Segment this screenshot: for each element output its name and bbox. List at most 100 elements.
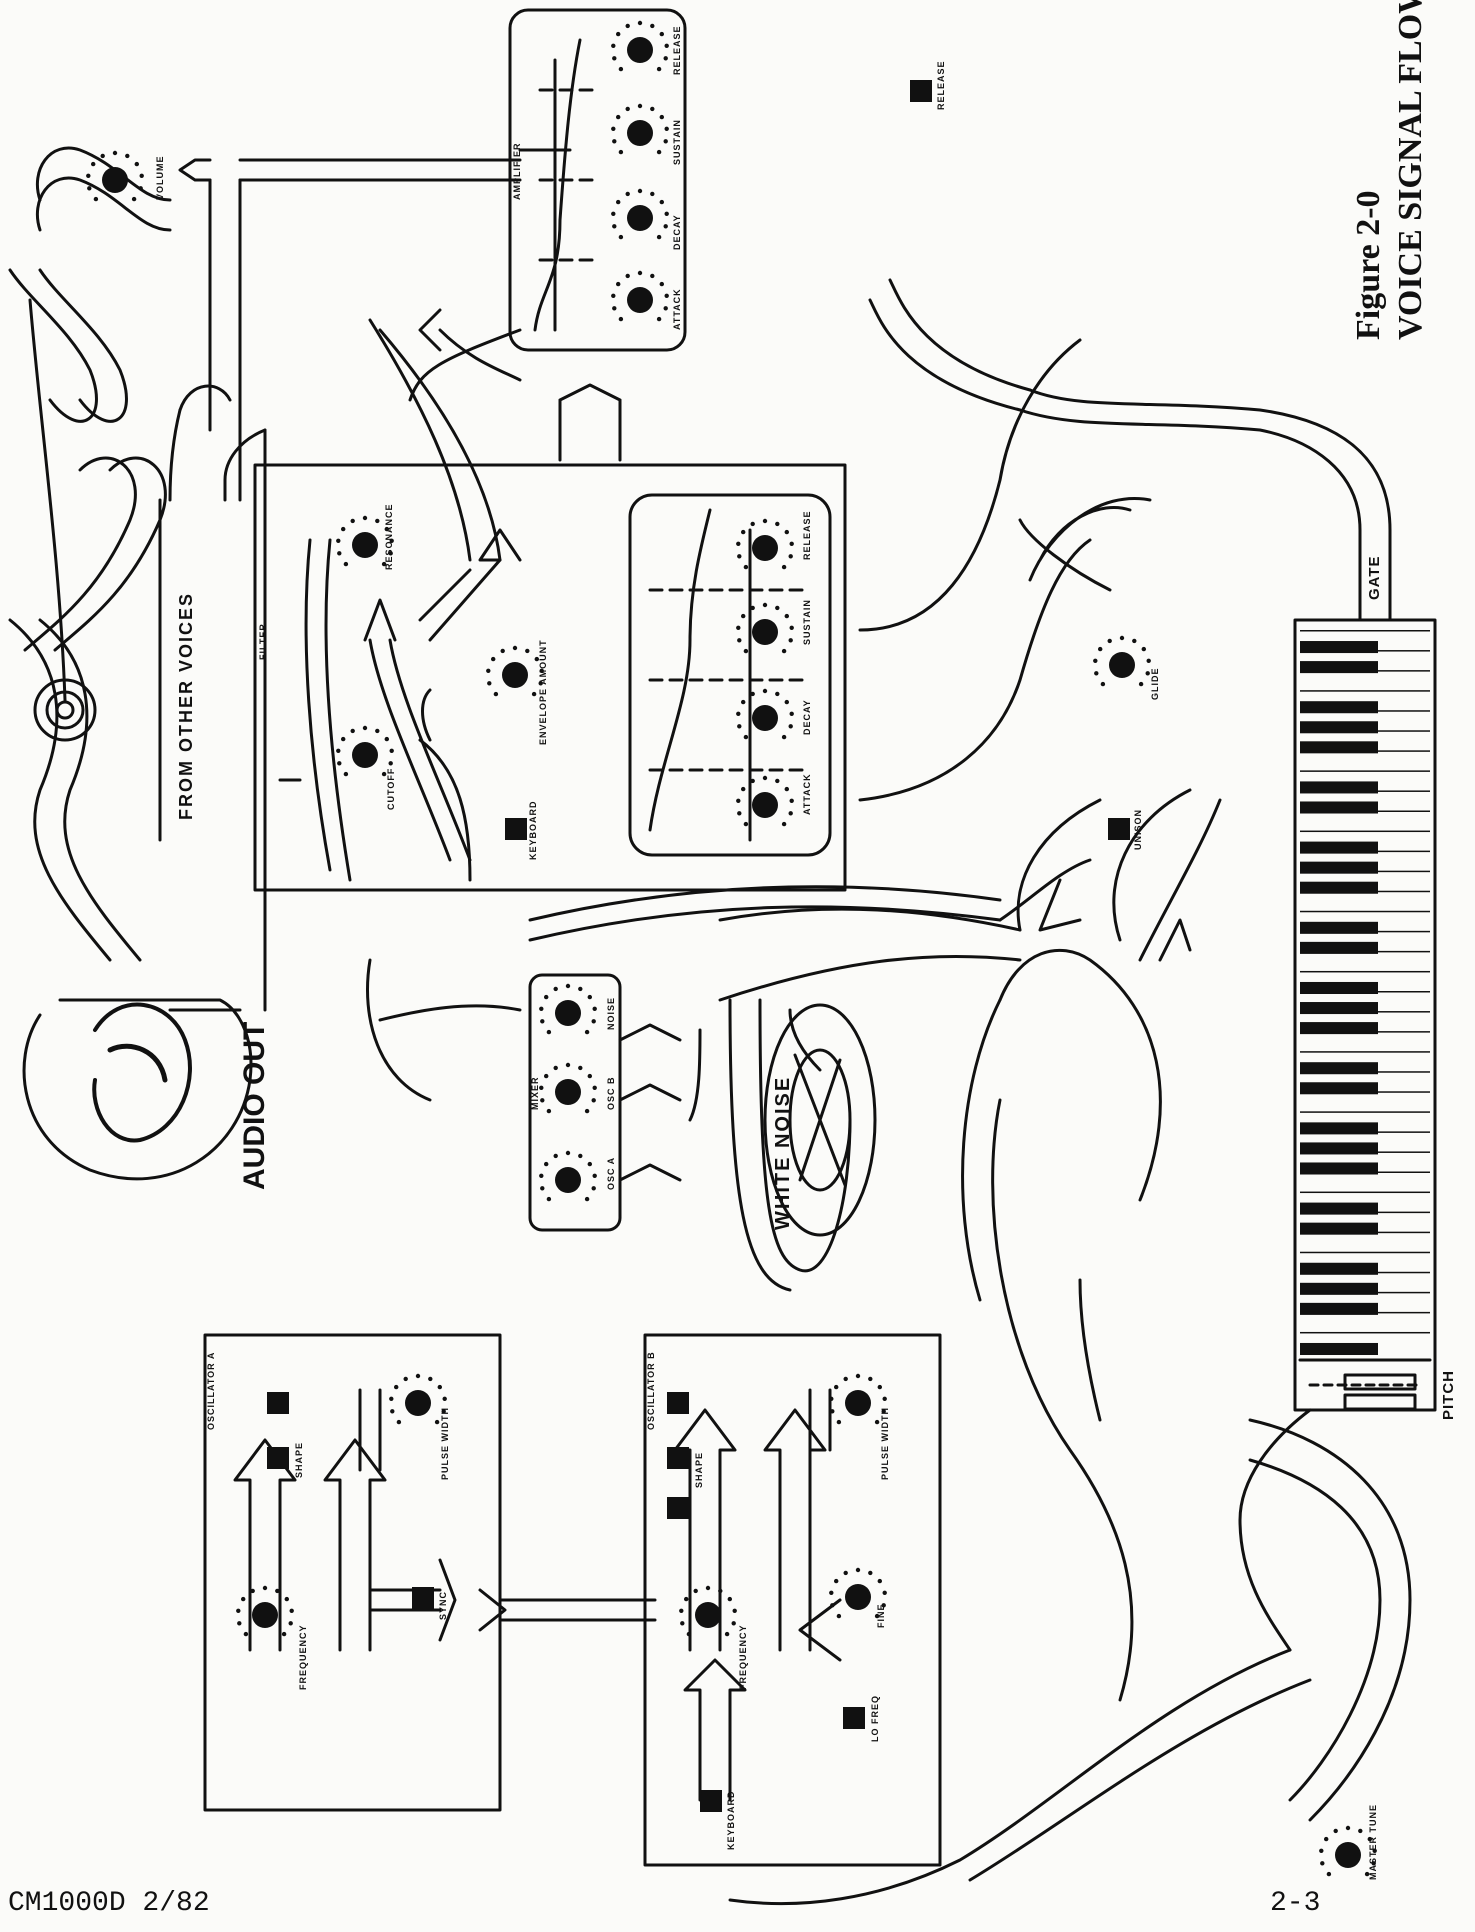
osc-a-pulse-width-knob-tick (442, 1396, 447, 1402)
cutoff-knob-tick (336, 748, 341, 753)
glide-knob-tick (1119, 635, 1125, 641)
osc-b-pulse-width-knob-tick (834, 1384, 839, 1390)
osc-a-pulse-width-knob-tick (428, 1376, 433, 1382)
master-tune-knob-tick (1358, 1828, 1363, 1834)
figure-title: VOICE SIGNAL FLOW (1392, 0, 1429, 340)
master-tune-knob-tick (1333, 1828, 1338, 1834)
filter-attack-knob-tick (788, 811, 793, 816)
noise-knob-tick (540, 1019, 545, 1024)
footer-model-date: CM1000D 2/82 (8, 1888, 210, 1919)
noise-knob-tick (553, 986, 558, 992)
master-tune-knob-tick (1326, 1871, 1332, 1877)
osc-a-mix-knob-tick (578, 1153, 583, 1159)
osc-b-frequency-knob-tick (731, 1621, 736, 1626)
filter-attack-knob-tick (750, 778, 755, 784)
filter-attack-knob-tick (784, 786, 789, 792)
from-other-voices-label: FROM OTHER VOICES (176, 591, 196, 820)
osc-a-frequency-label: FREQUENCY (298, 1624, 308, 1690)
osc-a-pulse-width-label: PULSE WIDTH (440, 1407, 450, 1480)
glide-knob-cap (1109, 652, 1135, 678)
master-tune-knob-tick (1367, 1836, 1373, 1842)
osc-a-mix-knob-tick (584, 1196, 590, 1202)
volume-knob-tick (125, 153, 130, 159)
black-key (1300, 701, 1378, 714)
amp-attack-knob-tick (618, 316, 624, 322)
osc-b-mix-knob (539, 1062, 597, 1114)
filter-release-knob-tick (743, 564, 749, 570)
white-key-divider (1300, 970, 1430, 973)
pitch-label: PITCH (1440, 1370, 1457, 1420)
amp-release-knob-cap (627, 37, 653, 63)
filter-decay-knob-tick (775, 691, 780, 697)
filter-decay-knob-tick (750, 691, 755, 697)
noise-knob-tick (546, 1029, 552, 1035)
osc-a-mix-knob-tick (546, 1196, 552, 1202)
osc-b-frequency-knob-tick (732, 1608, 737, 1614)
filter-release-knob-tick (784, 529, 789, 535)
glide-knob-tick (1138, 681, 1144, 687)
filter-sustain-knob-tick (789, 625, 794, 630)
amp-attack-knob-tick (625, 273, 630, 279)
osc-b-shape-label: SHAPE (694, 1451, 704, 1488)
white-key-divider (1300, 1091, 1430, 1093)
white-key-divider (1300, 930, 1430, 933)
master-tune-knob-tick (1372, 1848, 1377, 1854)
osc-b-shape-switch-1 (667, 1392, 689, 1414)
osc-a-shape-switch-2 (267, 1392, 289, 1414)
osc-b-fine-knob-tick (843, 1570, 848, 1576)
white-key-divider (1300, 1151, 1430, 1153)
white-key-divider (1300, 1111, 1430, 1113)
cutoff-knob-tick (343, 771, 349, 777)
volume-knob-tick (87, 186, 92, 191)
filter-decay-knob-tick (788, 724, 793, 729)
filter-sustain-knob-tick (750, 605, 755, 611)
noise-knob-tick (584, 1029, 590, 1035)
filter-decay-knob-cap (752, 705, 778, 731)
figure-number: Figure 2-0 (1350, 190, 1387, 340)
osc-a-frequency-knob-tick (288, 1621, 293, 1626)
amp-attack-knob-tick (650, 273, 655, 279)
amp-decay-knob-tick (612, 224, 617, 229)
cutoff-knob-tick (375, 728, 380, 734)
osc-b-fine-knob-tick (874, 1613, 880, 1619)
filter-attack-label: ATTACK (802, 773, 812, 815)
master-tune-knob-tick (1364, 1871, 1370, 1877)
osc-b-mix-knob-tick (584, 1108, 590, 1114)
osc-b-pulse-width-knob-tick (830, 1409, 835, 1414)
osc-b-mix-knob-tick (592, 1085, 597, 1091)
noise-knob-tick (591, 1019, 596, 1024)
osc-b-pulse-width-knob-cap (845, 1390, 871, 1416)
osc-b-pulse-width-knob-tick (882, 1396, 887, 1402)
osc-b-pulse-width-knob-tick (855, 1373, 861, 1379)
osc-b-fine-knob-tick (836, 1613, 842, 1619)
white-key-divider (1300, 790, 1430, 792)
white-key-divider (1300, 1031, 1430, 1033)
envelope-amount-knob-tick (534, 656, 539, 662)
filter-sustain-knob-tick (762, 602, 768, 608)
filter-decay-knob-tick (784, 699, 789, 705)
cutoff-knob (336, 725, 394, 777)
osc-b-mix-knob-cap (555, 1079, 581, 1105)
master-tune-knob (1319, 1825, 1377, 1877)
resonance-knob-tick (375, 518, 380, 524)
osc-a-mix-knob-tick (539, 1173, 544, 1179)
osc-a-frequency-knob-cap (252, 1602, 278, 1628)
filter-sustain-knob-tick (775, 605, 780, 611)
filter-release-knob-tick (741, 529, 746, 535)
osc-b-pulse-width-label: PULSE WIDTH (880, 1407, 890, 1480)
envelope-amount-knob-tick (538, 681, 543, 686)
noise-knob-tick (544, 994, 549, 1000)
osc-b-fine-knob-tick (881, 1603, 886, 1608)
volume-knob-tick (139, 173, 144, 178)
master-tune-knob-tick (1371, 1861, 1376, 1866)
osc-a-frequency-knob-tick (275, 1588, 280, 1594)
osc-b-fine-knob-tick (829, 1590, 834, 1596)
osc-a-pulse-width-knob-tick (394, 1384, 399, 1390)
osc-a-knob-label: OSC A (606, 1156, 616, 1190)
signal-arrows (278, 308, 1102, 1422)
oscillator-a-block (203, 1333, 502, 1812)
cutoff-knob-tick (337, 761, 342, 766)
amp-attack-knob-tick (664, 293, 669, 298)
osc-b-fine-knob-cap (845, 1584, 871, 1610)
unison-switch-label: UNISON (1133, 808, 1143, 850)
